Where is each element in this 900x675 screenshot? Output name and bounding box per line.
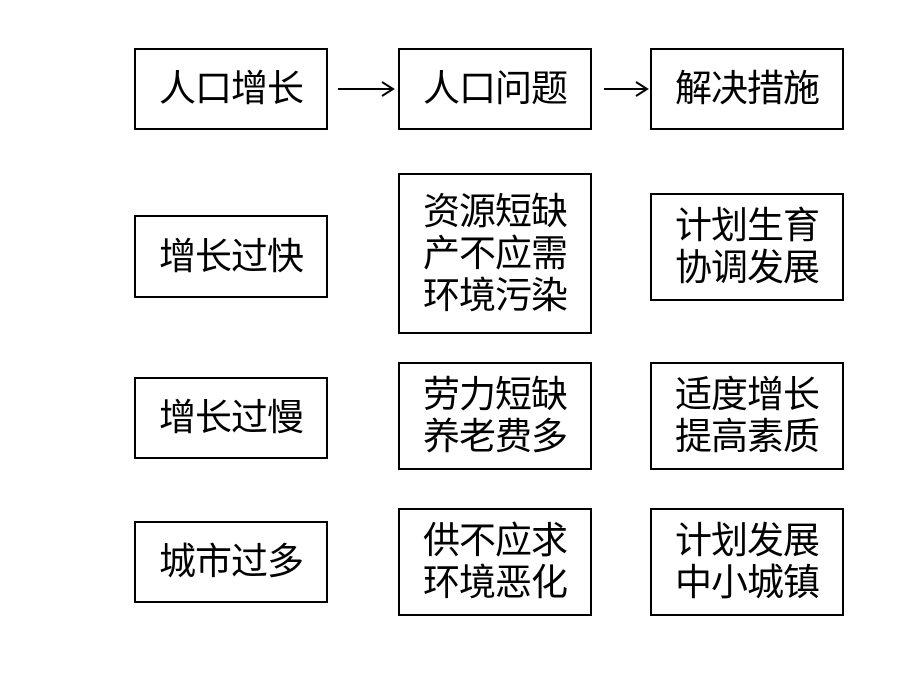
solution-box-too-many-cities: 计划发展 中小城镇 [650, 508, 844, 616]
problem-box-too-fast: 资源短缺 产不应需 环境污染 [398, 173, 592, 334]
cause-box-too-slow: 增长过慢 [134, 377, 328, 459]
problem-line: 劳力短缺 [423, 373, 568, 416]
problem-line: 环境恶化 [423, 561, 568, 604]
solution-box-too-slow: 适度增长 提高素质 [650, 362, 844, 470]
problem-line: 养老费多 [423, 415, 568, 458]
cause-box-too-fast: 增长过快 [134, 215, 328, 298]
right-arrow-icon [604, 81, 649, 97]
solution-line: 中小城镇 [675, 561, 820, 604]
cause-line: 城市过多 [159, 540, 304, 583]
problem-box-too-many-cities: 供不应求 环境恶化 [398, 508, 592, 616]
header-solution-box: 解决措施 [650, 48, 844, 130]
problem-line: 资源短缺 [423, 189, 568, 233]
solution-line: 计划生育 [675, 204, 820, 247]
problem-box-too-slow: 劳力短缺 养老费多 [398, 362, 592, 470]
header-cause-label: 人口增长 [159, 67, 304, 110]
cause-line: 增长过慢 [159, 396, 304, 439]
problem-line: 产不应需 [423, 231, 568, 275]
header-cause-box: 人口增长 [134, 48, 328, 130]
header-problem-box: 人口问题 [398, 48, 592, 130]
solution-line: 提高素质 [675, 415, 820, 458]
solution-line: 协调发展 [675, 246, 820, 289]
solution-line: 计划发展 [675, 519, 820, 562]
header-problem-label: 人口问题 [423, 67, 568, 110]
header-solution-label: 解决措施 [675, 67, 820, 110]
right-arrow-icon [338, 81, 395, 97]
solution-box-too-fast: 计划生育 协调发展 [650, 193, 844, 301]
cause-line: 增长过快 [159, 234, 304, 278]
problem-line: 环境污染 [423, 273, 568, 317]
problem-line: 供不应求 [423, 519, 568, 562]
cause-box-too-many-cities: 城市过多 [134, 521, 328, 603]
solution-line: 适度增长 [675, 373, 820, 416]
